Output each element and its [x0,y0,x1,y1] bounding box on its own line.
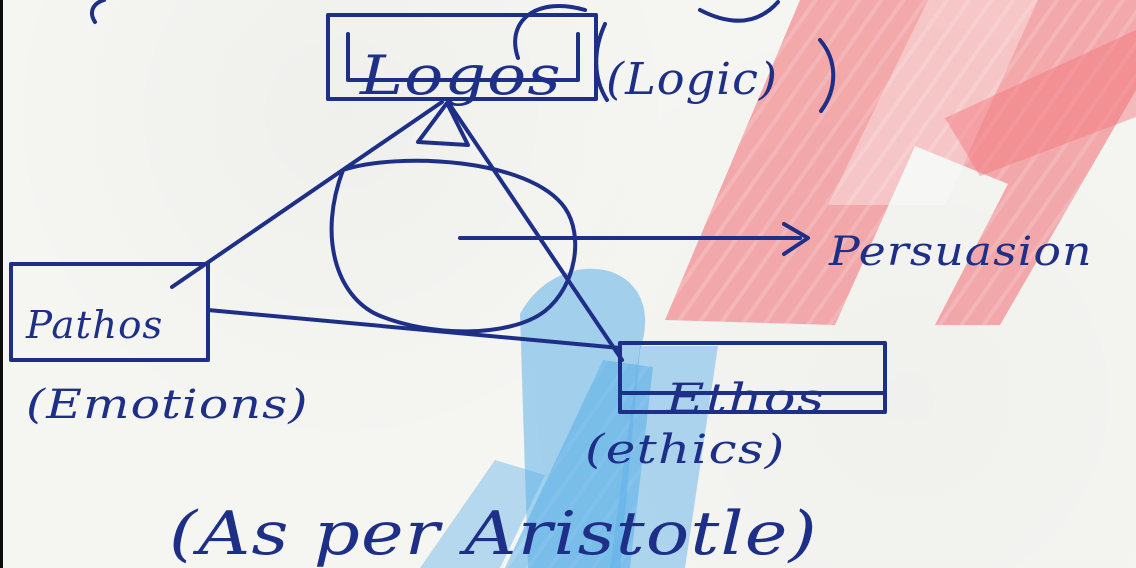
logos-to-ethos-line [446,100,624,362]
ethos-label: Ethos [666,376,826,422]
logic-parenthesis-left [594,22,609,102]
pathos-label: Pathos [26,303,164,347]
persuasion-arrowhead [782,222,810,256]
logic-parenthesis-right [818,38,836,113]
logos-box-inner-line [346,32,580,82]
caption: (As per Aristotle) [169,499,818,568]
watermark-red-shape [665,0,1136,325]
top-right-arc [698,0,780,23]
ethos-box [618,341,887,414]
persuasion-label: Persuasion [829,229,1093,275]
top-left-arc [90,0,106,24]
logos-to-pathos-line [170,100,444,289]
pathos-note: (Emotions) [26,382,309,428]
pathos-box [9,262,210,362]
central-ellipse [329,158,578,334]
left-border [0,0,3,568]
pathos-to-ethos-line [206,308,622,350]
ethos-note: (ethics) [585,427,786,473]
logos-label: Logos [360,44,562,107]
logos-note: (Logic) [606,54,779,105]
logos-connector-triangle [416,101,470,147]
